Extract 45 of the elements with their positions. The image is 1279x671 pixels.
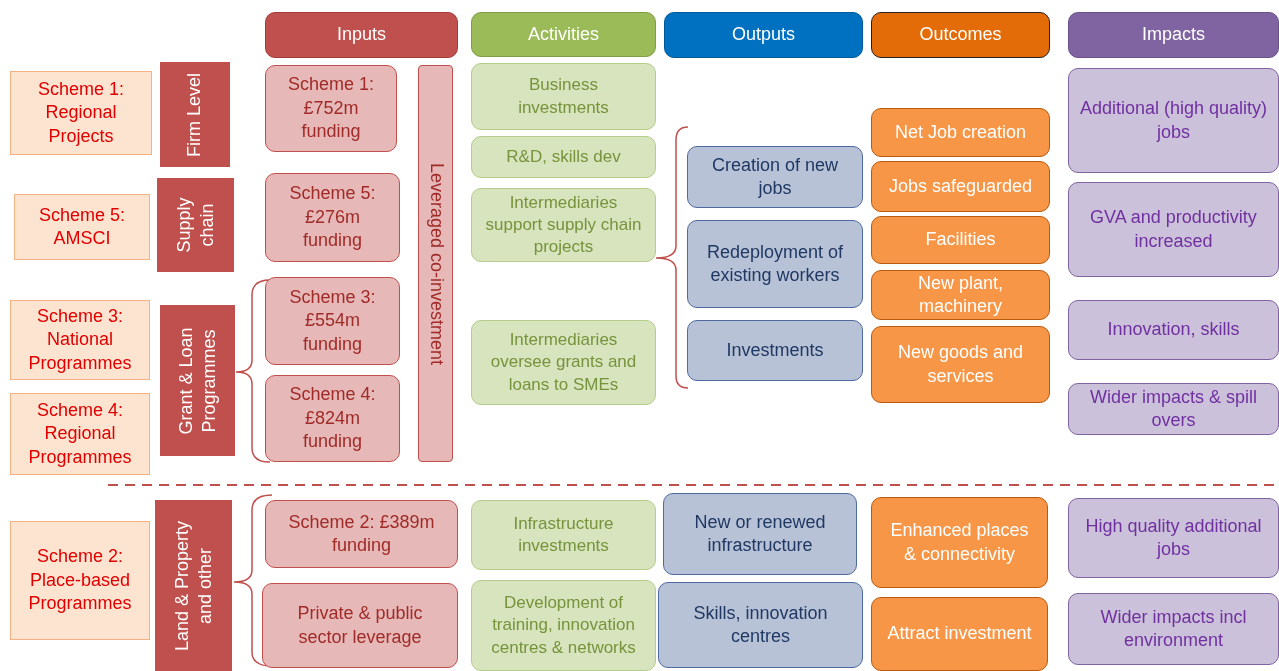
outcome-box: Facilities [871, 216, 1050, 264]
column-header: Outcomes [871, 12, 1050, 58]
outcome-box: New plant, machinery [871, 270, 1050, 320]
scheme-box: Scheme 3: National Programmes [10, 300, 150, 380]
category-band: Grant & Loan Programmes [160, 305, 235, 456]
outcome-box: Enhanced places & connectivity [871, 497, 1048, 588]
input-box: Private & public sector leverage [262, 583, 458, 668]
impact-box: High quality additional jobs [1068, 498, 1279, 578]
impact-box: GVA and productivity increased [1068, 182, 1279, 277]
output-box: Creation of new jobs [687, 146, 863, 208]
scheme-box: Scheme 5: AMSCI [14, 194, 150, 260]
impact-box: Wider impacts & spill overs [1068, 383, 1279, 435]
activity-box: Development of training, innovation centres & networks [471, 580, 656, 671]
input-box: Scheme 3: £554m funding [265, 277, 400, 365]
impact-box: Innovation, skills [1068, 300, 1279, 360]
scheme-box: Scheme 1: Regional Projects [10, 71, 152, 155]
impact-box: Additional (high quality) jobs [1068, 68, 1279, 173]
outcome-box: New goods and services [871, 326, 1050, 403]
column-header: Activities [471, 12, 656, 57]
activity-box: Intermediaries support supply chain projects [471, 188, 656, 262]
column-header: Inputs [265, 12, 458, 58]
activity-box: Intermediaries oversee grants and loans to SMEs [471, 320, 656, 405]
input-band: Leveraged co-investment [418, 65, 453, 462]
scheme-box: Scheme 4: Regional Programmes [10, 393, 150, 475]
input-box: Scheme 4: £824m funding [265, 375, 400, 462]
output-box: New or renewed infrastructure [663, 493, 857, 575]
scheme-box: Scheme 2: Place-based Programmes [10, 521, 150, 640]
category-band: Land & Property and other [155, 500, 232, 671]
activity-box: R&D, skills dev [471, 136, 656, 178]
input-box: Scheme 2: £389m funding [265, 500, 458, 568]
output-box: Redeployment of existing workers [687, 220, 863, 308]
category-band: Supply chain [157, 178, 234, 272]
outcome-box: Net Job creation [871, 108, 1050, 157]
activity-box: Infrastructure investments [471, 500, 656, 570]
output-box: Investments [687, 320, 863, 381]
outcome-box: Jobs safeguarded [871, 161, 1050, 212]
input-box: Scheme 1: £752m funding [265, 65, 397, 152]
activity-box: Business investments [471, 63, 656, 130]
column-header: Outputs [664, 12, 863, 58]
input-box: Scheme 5: £276m funding [265, 173, 400, 262]
outcome-box: Attract investment [871, 597, 1048, 671]
category-band: Firm Level [160, 62, 230, 167]
output-box: Skills, innovation centres [658, 582, 863, 668]
column-header: Impacts [1068, 12, 1279, 58]
impact-box: Wider impacts incl environment [1068, 593, 1279, 665]
